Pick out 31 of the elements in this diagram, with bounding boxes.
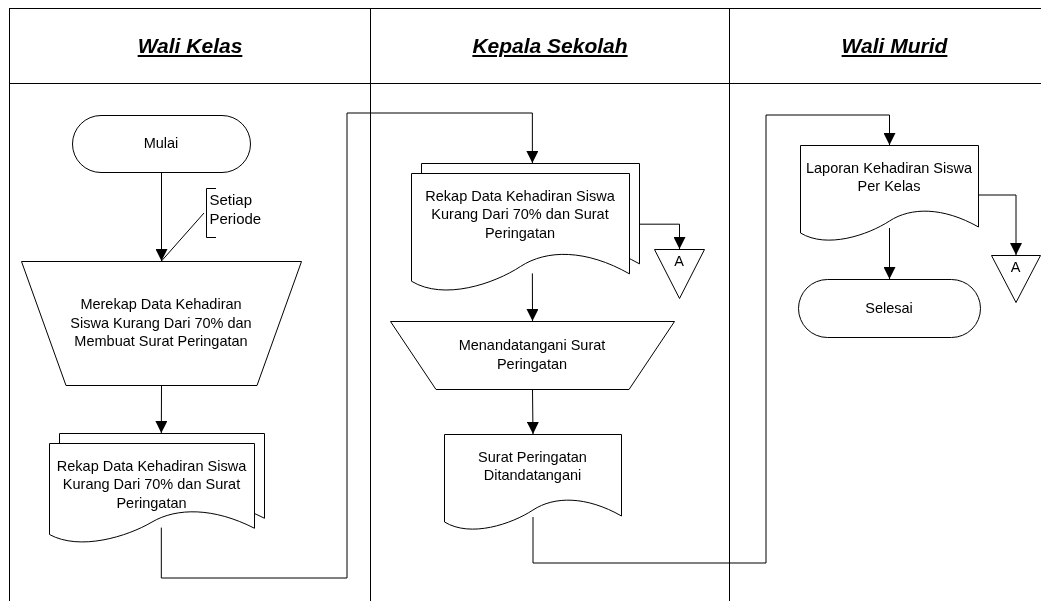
- arrow: [526, 272, 539, 322]
- arrow: [639, 223, 686, 250]
- lane-title: Wali Murid: [841, 34, 948, 58]
- swimlane: [370, 8, 729, 601]
- node-label: Merekap Data Kehadiran Siswa Kurang Dari 70% dan Membuat Surat Peringatan: [69, 294, 253, 352]
- node-label: A: [1009, 257, 1022, 277]
- node-label: Menandatangani Surat Peringatan: [457, 336, 607, 374]
- arrow: [883, 227, 896, 280]
- node-label: Selesai: [864, 298, 914, 318]
- node-label: Laporan Kehadiran Siswa Per Kelas: [804, 158, 974, 197]
- node-label: Rekap Data Kehadiran Siswa Kurang Dari 70% dan Surat Peringatan: [55, 456, 248, 514]
- arrow: [978, 194, 1022, 256]
- arrow: [155, 172, 168, 262]
- leader-line: [161, 212, 205, 262]
- swimlane: [9, 8, 370, 601]
- swimlane: [729, 8, 1041, 601]
- lane-title: Wali Kelas: [137, 34, 243, 58]
- node-label: Rekap Data Kehadiran Siswa Kurang Dari 70% dan Surat Peringatan: [424, 186, 616, 244]
- node-label: A: [673, 251, 685, 271]
- arrow: [532, 114, 896, 564]
- arrow: [160, 112, 539, 579]
- node-label: Surat Peringatan Ditandatangani: [477, 447, 588, 486]
- off-page-connector: [653, 248, 705, 299]
- off-page-connector: [990, 254, 1041, 303]
- annotation-text: Setiap Periode: [209, 189, 263, 229]
- arrow: [155, 385, 168, 434]
- arrow: [526, 389, 539, 435]
- manual-operation-shape: [389, 320, 675, 390]
- manual-operation-shape: [20, 260, 302, 386]
- lane-title: Kepala Sekolah: [472, 34, 628, 58]
- node-label: Mulai: [142, 134, 180, 154]
